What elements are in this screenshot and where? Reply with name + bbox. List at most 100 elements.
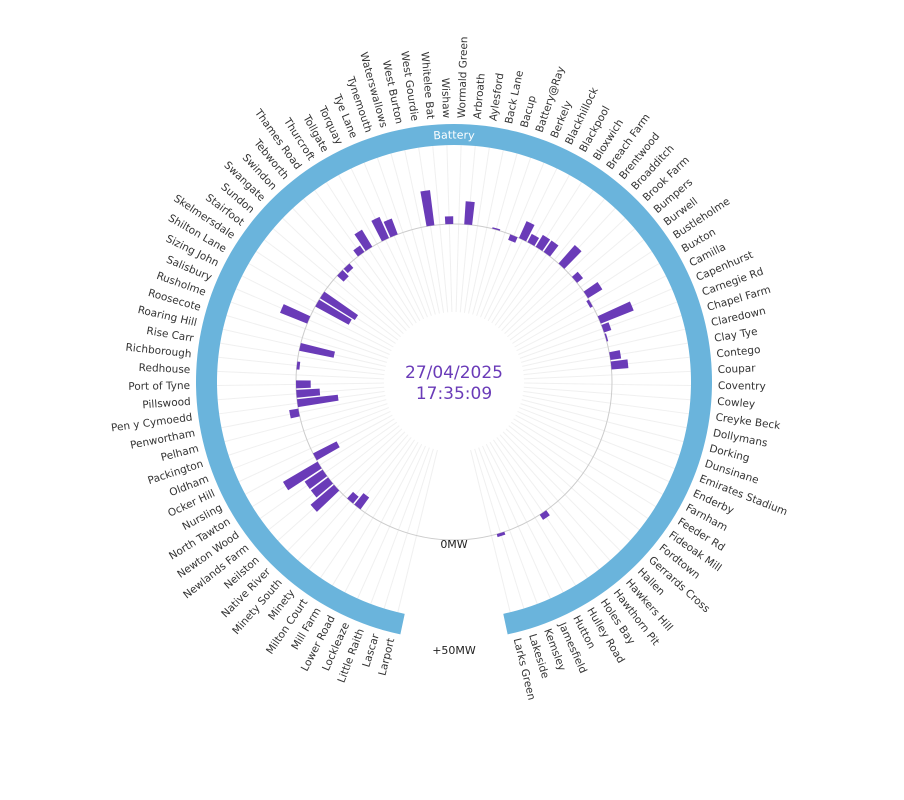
- grid-spoke: [320, 439, 415, 579]
- grid-spoke: [376, 157, 432, 316]
- grid-spoke: [350, 168, 425, 320]
- grid-spoke: [470, 449, 511, 613]
- site-label: Contego: [716, 344, 761, 361]
- bar-breach-farm[interactable]: [543, 240, 559, 257]
- grid-spoke: [482, 445, 551, 599]
- bar-blackhillock[interactable]: [518, 221, 535, 242]
- grid-spoke: [491, 182, 583, 324]
- grid-spoke: [523, 356, 690, 376]
- grid-spoke: [404, 150, 440, 314]
- bar-minety-south[interactable]: [347, 491, 359, 504]
- grid-spoke: [432, 145, 449, 313]
- bar-richborough[interactable]: [296, 361, 301, 370]
- center-time: 17:35:09: [416, 384, 492, 404]
- grid-spoke: [498, 198, 605, 329]
- scale-min-label: 0MW: [440, 538, 467, 551]
- site-label: Redhouse: [138, 362, 190, 376]
- bar-nursling[interactable]: [313, 441, 340, 461]
- bar-bumpers[interactable]: [571, 271, 584, 283]
- grid-spoke: [264, 239, 399, 341]
- site-label: Aylesford: [487, 72, 506, 122]
- bar-north-tawton[interactable]: [282, 461, 322, 491]
- bar-west-gourdie[interactable]: [420, 190, 435, 227]
- bar-thames-road[interactable]: [353, 245, 365, 257]
- site-label: Clay Tye: [713, 326, 758, 345]
- grid-spoke: [325, 182, 417, 324]
- grid-spoke: [268, 425, 400, 531]
- grid-spoke: [446, 145, 453, 313]
- bar-arbroath[interactable]: [464, 201, 475, 226]
- grid-spoke: [494, 189, 594, 326]
- bar-penwortham[interactable]: [289, 408, 300, 419]
- bar-pen-y-cymoedd[interactable]: [296, 394, 339, 408]
- bar-tye-lane[interactable]: [383, 218, 398, 238]
- grid-spoke: [523, 382, 691, 387]
- grid-spoke: [513, 418, 656, 508]
- scale-max-label: +50MW: [432, 644, 476, 657]
- bar-swangate[interactable]: [337, 269, 349, 282]
- grid-spoke: [383, 448, 434, 609]
- bar-lakeside[interactable]: [496, 531, 506, 538]
- grid-spoke: [507, 228, 636, 338]
- bar-skelmersdale[interactable]: [319, 291, 359, 321]
- grid-spoke: [515, 414, 663, 495]
- bars-group: [280, 190, 634, 538]
- bar-blackpool[interactable]: [527, 233, 540, 246]
- bar-thurcroft[interactable]: [354, 229, 373, 252]
- bar-roaring-hill[interactable]: [299, 342, 336, 358]
- bar-holes-bay[interactable]: [539, 510, 550, 520]
- bar-swindon[interactable]: [343, 263, 354, 274]
- grid-spoke: [221, 395, 386, 429]
- grid-spoke: [518, 407, 675, 470]
- bar-torquay[interactable]: [371, 216, 390, 242]
- grid-spoke: [487, 174, 570, 322]
- bar-bustleholme[interactable]: [583, 281, 603, 299]
- grid-spoke: [522, 328, 686, 367]
- grid-spoke: [459, 145, 476, 313]
- grid-spoke: [314, 189, 414, 326]
- bar-port-of-tyne[interactable]: [296, 380, 311, 389]
- bar-clay-tye[interactable]: [609, 350, 622, 361]
- bar-wishaw[interactable]: [444, 216, 454, 225]
- bar-berkely[interactable]: [508, 234, 518, 243]
- bar-minety[interactable]: [354, 493, 370, 510]
- grid-spoke: [496, 437, 600, 570]
- grid-spoke: [514, 263, 660, 348]
- bar-bacup[interactable]: [492, 227, 501, 231]
- bar-pillswood[interactable]: [296, 388, 321, 398]
- grid-spoke: [522, 342, 688, 372]
- grid-spoke: [509, 239, 644, 341]
- grid-spoke: [252, 418, 395, 508]
- bar-newlands-farm[interactable]: [310, 477, 333, 498]
- grid-spoke: [224, 399, 387, 443]
- bar-bloxwich[interactable]: [535, 234, 551, 252]
- bar-capenhurst[interactable]: [597, 301, 634, 324]
- grid-spoke: [493, 439, 588, 579]
- grid-spoke: [272, 228, 401, 338]
- grid-spoke: [502, 431, 621, 552]
- bar-newton-wood[interactable]: [304, 469, 328, 490]
- grid-spoke: [370, 447, 430, 605]
- grid-spoke: [489, 441, 576, 586]
- grid-spoke: [516, 275, 667, 352]
- bar-neilston[interactable]: [310, 484, 340, 512]
- grid-spoke: [217, 370, 385, 380]
- grid-spoke: [512, 251, 653, 344]
- bar-chapel-farm[interactable]: [604, 333, 609, 342]
- grid-spoke: [241, 275, 392, 352]
- bar-salisbury[interactable]: [280, 304, 311, 324]
- bar-shilton-lane[interactable]: [315, 299, 352, 325]
- grid-spoke: [455, 145, 462, 313]
- site-label: Cowley: [717, 396, 756, 411]
- grid-spoke: [499, 434, 611, 561]
- bar-buxton[interactable]: [586, 299, 593, 308]
- bar-contego[interactable]: [610, 359, 629, 370]
- grid-spoke: [418, 147, 445, 313]
- grid-spoke: [357, 445, 426, 599]
- bar-broadditch[interactable]: [558, 245, 582, 269]
- site-label: Arbroath: [472, 73, 488, 120]
- grid-spoke: [519, 301, 678, 359]
- bar-carnegie-rd[interactable]: [601, 322, 612, 333]
- site-label: Pillswood: [142, 396, 191, 412]
